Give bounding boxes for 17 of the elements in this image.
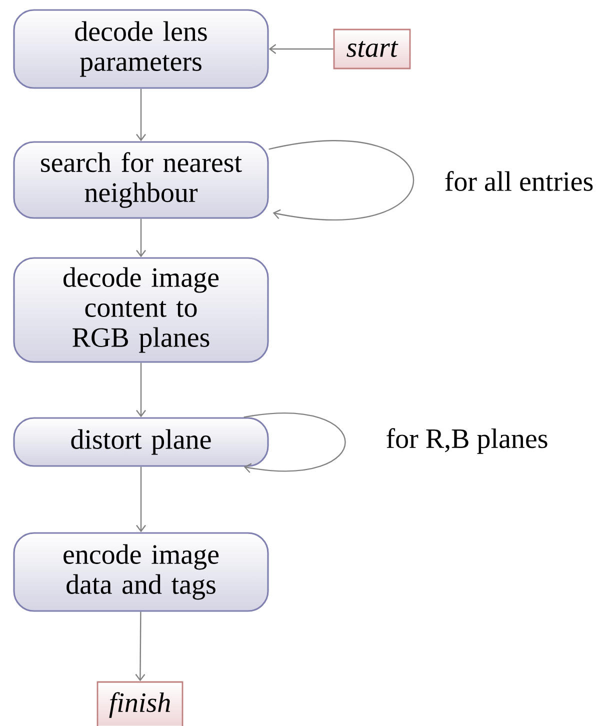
arrow — [135, 612, 146, 682]
process-box: encode image data and tags — [13, 532, 269, 612]
terminal-box: start — [333, 28, 411, 70]
edge-label: for all entries — [443, 170, 595, 192]
arrow — [268, 44, 334, 54]
loop-arrow — [244, 412, 346, 473]
process-box: distort plane — [13, 417, 269, 467]
arrow — [136, 88, 146, 142]
loop-arrow — [268, 140, 414, 220]
arrow — [136, 218, 146, 258]
terminal-box: finish — [96, 681, 184, 726]
process-box: search for nearest neighbour — [13, 141, 269, 219]
process-box: decode image content to RGB planes — [13, 257, 269, 363]
arrow — [136, 466, 146, 532]
edge-label: for R,B planes — [384, 427, 550, 455]
arrow — [136, 362, 146, 418]
process-box: decode lens parameters — [13, 9, 269, 89]
